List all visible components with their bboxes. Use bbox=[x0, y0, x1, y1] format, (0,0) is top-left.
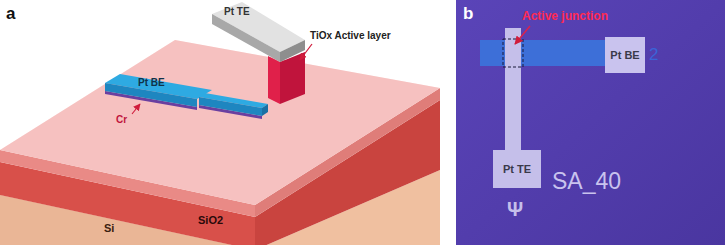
panel-letter: b bbox=[463, 4, 473, 24]
part-label: Cr bbox=[116, 114, 127, 126]
part-label: Pt TE bbox=[224, 6, 250, 18]
part-label: Pt BE bbox=[138, 77, 165, 89]
leader-line bbox=[132, 104, 140, 114]
part-label: SiO2 bbox=[198, 214, 223, 227]
pad-label: Pt BE bbox=[610, 49, 639, 61]
pad-label: Pt TE bbox=[503, 163, 531, 175]
part-label: Ψ bbox=[507, 198, 523, 221]
part-label: SA_40 bbox=[552, 168, 621, 194]
part-label: Active junction bbox=[522, 10, 608, 24]
top-electrode bbox=[212, 2, 305, 62]
substrate-slab bbox=[0, 0, 445, 245]
part-label: TiOx Active layer bbox=[310, 30, 391, 42]
active-layer bbox=[268, 52, 305, 104]
leader-line bbox=[515, 26, 530, 44]
panel-letter: a bbox=[6, 4, 15, 24]
micrograph bbox=[456, 0, 725, 245]
bottom-electrode bbox=[105, 74, 268, 119]
part-label: 2 bbox=[649, 45, 658, 65]
contact-pad: Pt TE bbox=[493, 150, 541, 188]
leader-line bbox=[300, 44, 312, 60]
contact-pad: Pt BE bbox=[605, 37, 645, 73]
part-label: Si bbox=[104, 222, 114, 235]
